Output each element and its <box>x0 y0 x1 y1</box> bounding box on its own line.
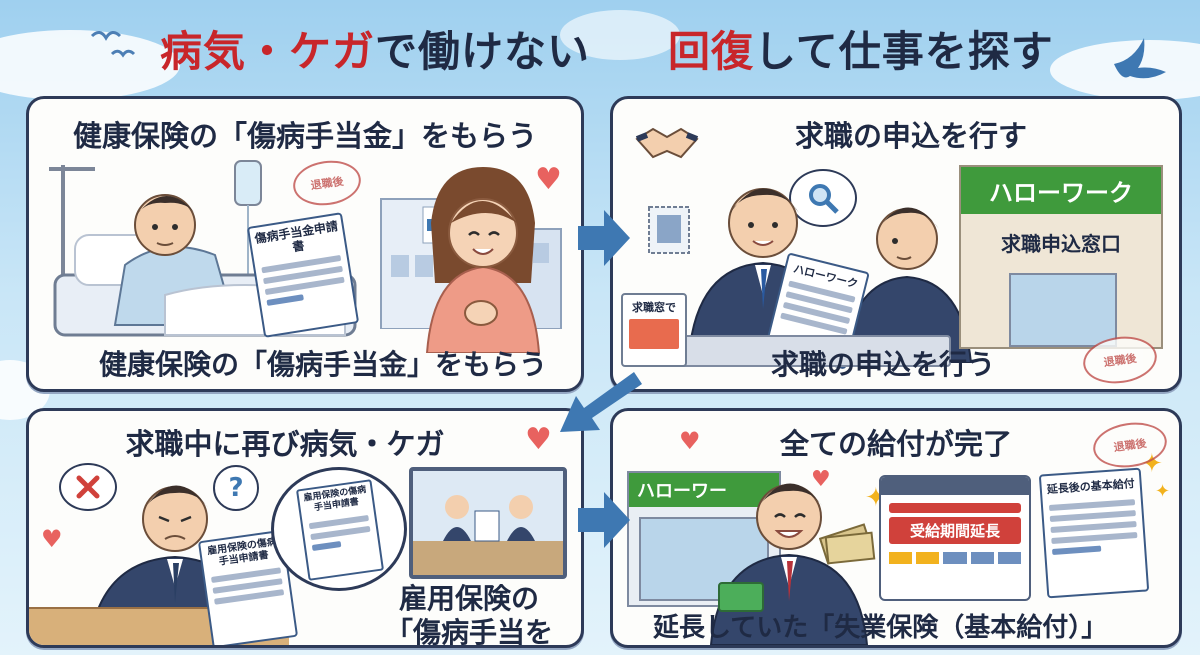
building-entrance <box>1009 273 1117 347</box>
hellowork-sign: ハローワーク <box>961 167 1161 214</box>
close-icon <box>76 475 100 499</box>
header-left: 病気・ケガで働けない <box>160 18 590 78</box>
panel-caption: 健康保険の「傷病手当金」をもらう <box>99 348 548 381</box>
panel-benefits-complete: 全ての給付が完了 ♥ ♥ ✦ ✦ ✦ 退職後 ハローワー 受給期間延長 <box>610 408 1182 648</box>
header-left-highlight: 病気・ケガ <box>160 27 376 76</box>
happy-man-illustration <box>709 483 869 645</box>
desk-sign: 求職窓で <box>621 293 687 367</box>
panel-sick-benefit: 健康保険の「傷病手当金」をもらう 傷病手当金申請書 退職後 <box>26 96 584 392</box>
panel-caption-line1: 雇用保険の <box>399 582 540 615</box>
magnifier-icon <box>809 184 839 214</box>
sparkle-icon: ✦ <box>1155 481 1171 502</box>
panel-caption: 求職の申込を行う <box>771 348 996 381</box>
heart-icon: ♥ <box>525 422 552 457</box>
arrow-right-icon <box>578 210 630 266</box>
extended-benefit-document: 延長後の基本給付 <box>1038 467 1150 599</box>
calendar-label: 受給期間延長 <box>889 517 1021 544</box>
bird-icon <box>90 31 136 58</box>
bubble-form-title: 雇用保険の傷病手当申請書 <box>303 485 367 514</box>
office-window <box>409 467 567 579</box>
panel-caption: 延長していた「失業保険（基本給付）」 <box>653 613 1108 643</box>
heart-icon: ♥ <box>679 427 701 455</box>
panel-caption-line2: 「傷病手当を <box>385 616 554 648</box>
woman-illustration <box>425 167 541 353</box>
desk-sign-label: 求職窓で <box>632 301 676 314</box>
bird-icon <box>1114 38 1166 79</box>
arrow-right-icon <box>578 492 630 548</box>
stamp-icon <box>648 206 690 254</box>
calendar-arrow <box>889 503 1021 513</box>
panel-job-application: 求職の申込を行す ハローワーク 求職窓で ハロ <box>610 96 1182 392</box>
header-right-text: して仕事を探す <box>754 27 1054 76</box>
sick-benefit-form: 傷病手当金申請書 <box>246 212 360 338</box>
hellowork-sign-text: ハローワーク <box>989 179 1133 207</box>
heart-icon: ♥ <box>811 467 831 492</box>
cloud <box>560 10 680 60</box>
counseling-scene-illustration <box>413 495 563 575</box>
window-sign: 求職申込窓口 <box>1001 232 1121 256</box>
heart-icon: ♥ <box>535 162 562 197</box>
handshake-icon <box>635 127 699 159</box>
panel-title: 求職中に再び病気・ケガ <box>125 427 445 461</box>
hellowork-sign: ハローワー <box>629 473 779 507</box>
panel-sick-again: 求職中に再び病気・ケガ ♥ ♥ ? 雇用保険の傷病手当申請書 雇用保険の傷病手当… <box>26 408 584 648</box>
hellowork-sign-text: ハローワー <box>637 481 727 502</box>
heart-icon: ♥ <box>41 525 63 553</box>
hospital-bed-illustration <box>49 160 357 337</box>
cloud <box>0 30 180 100</box>
panel-title: 求職の申込を行す <box>794 119 1027 153</box>
hellowork-building: ハローワーク 求職申込窓口 <box>959 165 1163 349</box>
header-right-highlight: 回復 <box>668 27 755 76</box>
stamp-text: 退職後 <box>309 174 345 193</box>
document-title: 延長後の基本給付 <box>1046 477 1136 497</box>
form-thought-bubble: 雇用保険の傷病手当申請書 <box>271 467 407 591</box>
panel-title: 全ての給付が完了 <box>779 427 1012 461</box>
calendar: 受給期間延長 <box>879 475 1031 601</box>
cross-bubble <box>59 463 117 511</box>
cash-icon <box>819 523 876 565</box>
sparkle-icon: ✦ <box>1141 449 1163 479</box>
header-right: 回復して仕事を探す <box>668 18 1054 78</box>
calendar-label-text: 受給期間延長 <box>909 522 1000 540</box>
question-bubble: ? <box>213 465 259 511</box>
arrow-down-left-icon <box>560 372 642 432</box>
stamp-text: 退職後 <box>1112 436 1148 455</box>
bubble-form: 雇用保険の傷病手当申請書 <box>295 479 385 581</box>
stamp-text: 退職後 <box>1102 351 1138 370</box>
panel-title: 健康保険の「傷病手当金」をもらう <box>72 119 537 153</box>
search-bubble <box>789 169 857 227</box>
header-left-text: で働けない <box>375 27 591 76</box>
question-icon: ? <box>228 473 244 503</box>
